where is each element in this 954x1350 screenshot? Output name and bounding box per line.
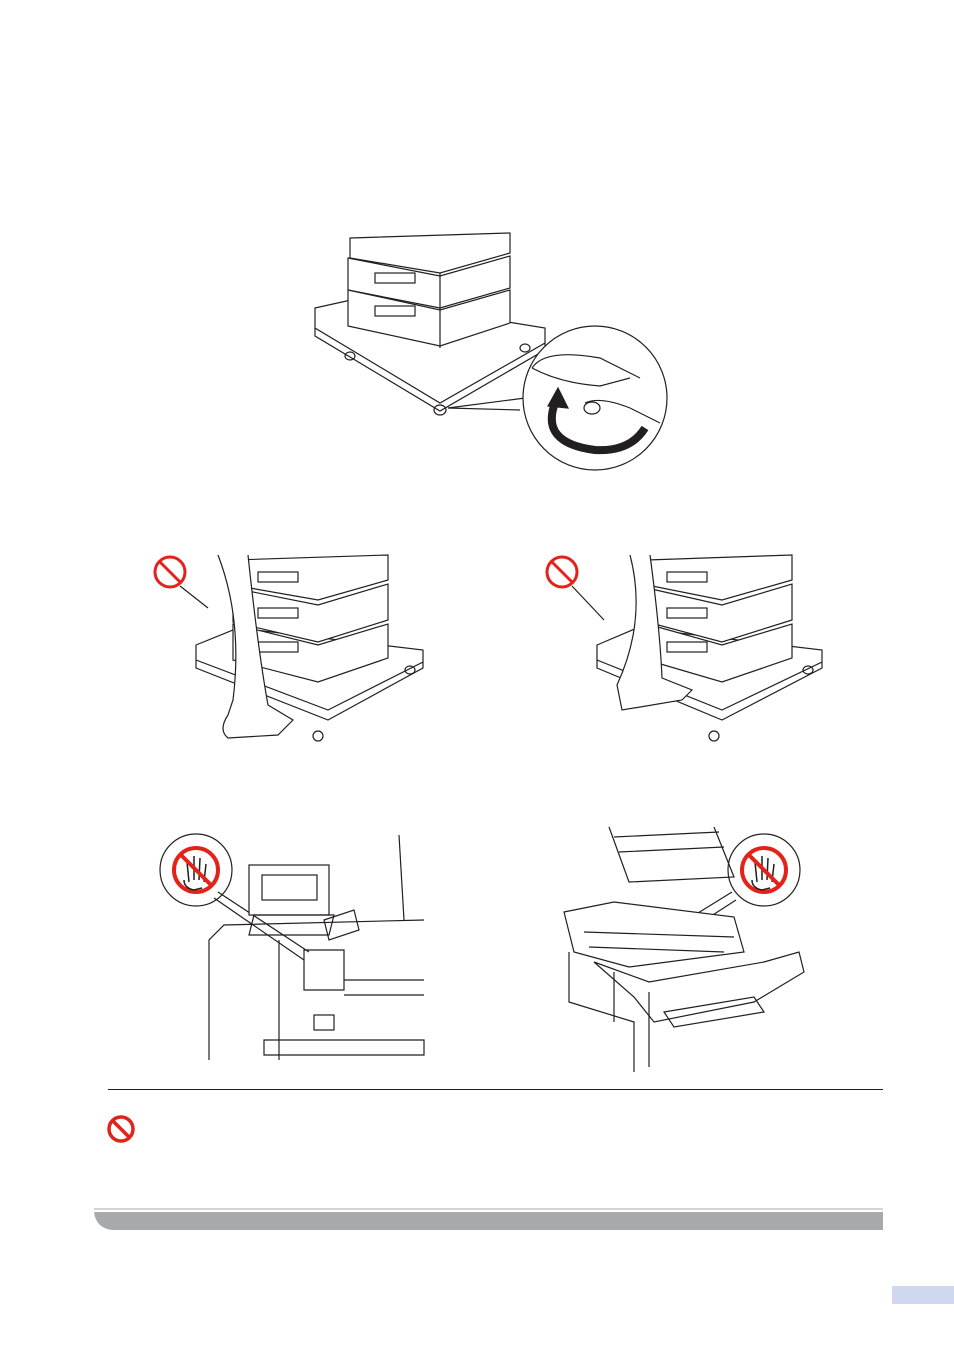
footer-bar — [94, 1208, 883, 1230]
do-not-touch-hot-parts-figure-1 — [154, 830, 429, 1070]
prohibition-icon — [106, 1114, 136, 1144]
do-not-step-tray-figure-2 — [542, 550, 832, 750]
do-not-touch-hot-parts-figure-2 — [554, 822, 814, 1072]
no-touch-hand-icon — [160, 834, 232, 906]
section-divider — [108, 1089, 883, 1090]
tray-caster-lock-figure — [300, 228, 680, 488]
prohibition-icon — [547, 557, 577, 587]
no-touch-hand-icon — [728, 834, 800, 906]
do-not-step-tray-figure-1 — [148, 550, 438, 750]
page-number-tab — [892, 1286, 954, 1304]
prohibition-icon — [155, 557, 185, 587]
